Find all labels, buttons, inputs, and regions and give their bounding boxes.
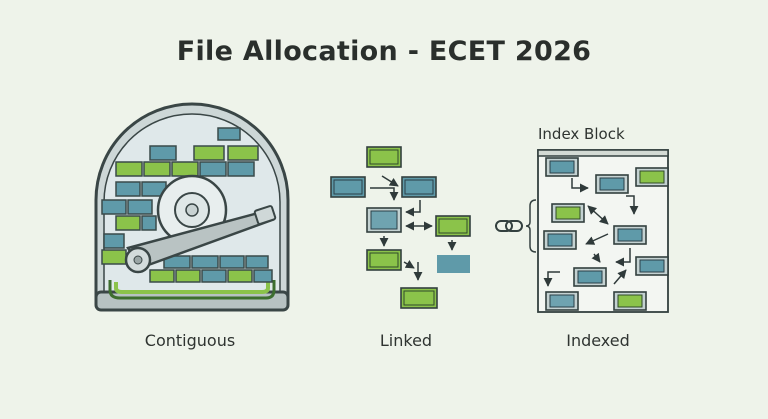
linked-allocation-diagram	[330, 146, 471, 309]
indexed-blocks	[543, 157, 669, 311]
index-pointer-arrows	[543, 178, 639, 287]
index-block-label: Index Block	[538, 125, 625, 143]
linked-pointer-arrows	[370, 175, 457, 281]
hard-disk-illustration	[94, 102, 290, 312]
caption-contiguous: Contiguous	[144, 331, 236, 350]
caption-indexed: Indexed	[566, 331, 630, 350]
actuator-arm-icon	[124, 205, 277, 274]
chain-link-icon	[495, 220, 523, 232]
page-title: File Allocation - ECET 2026	[176, 36, 592, 67]
contiguous-blocks	[101, 127, 273, 283]
caption-linked: Linked	[379, 331, 433, 350]
